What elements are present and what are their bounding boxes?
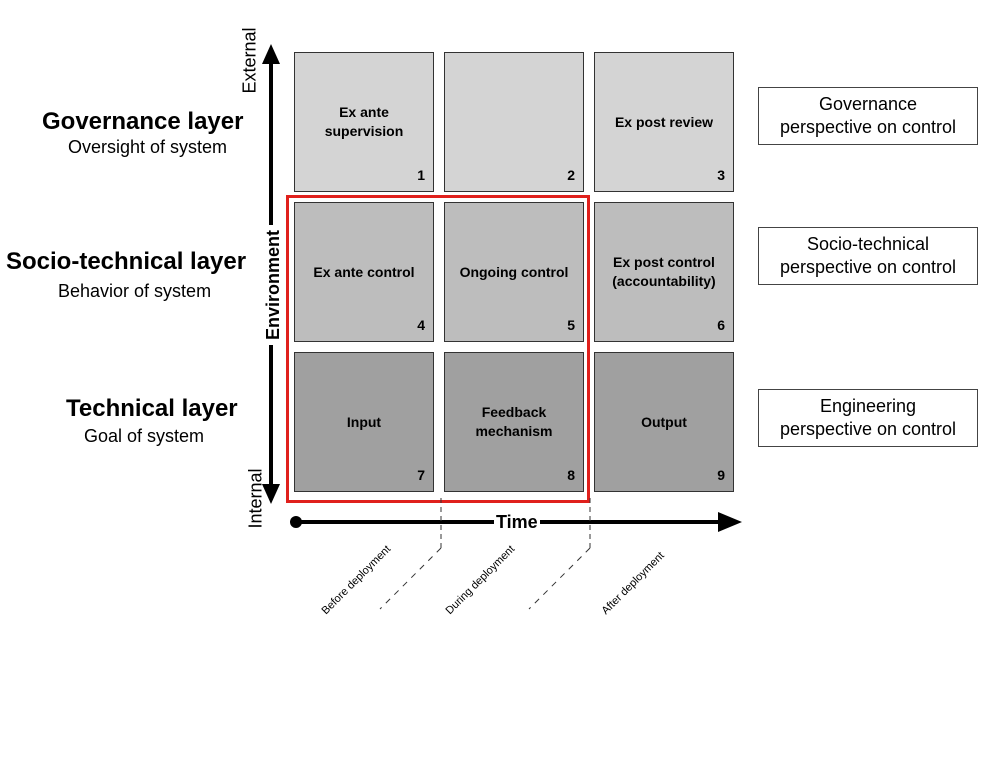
cell-ongoing-control: Ongoing control 5 bbox=[444, 202, 584, 342]
phase-during-deployment: During deployment bbox=[443, 543, 518, 617]
vertical-axis-top-label: External bbox=[239, 27, 260, 94]
engineering-perspective-box: Engineering perspective on control bbox=[758, 389, 978, 447]
time-axis-label: Time bbox=[494, 511, 540, 533]
cell-number: 1 bbox=[417, 167, 425, 183]
highlight-frame bbox=[286, 195, 590, 503]
cell-label: Ex ante supervision bbox=[324, 104, 404, 139]
technical-layer-subtitle: Goal of system bbox=[84, 426, 205, 446]
cell-empty-governance: 2 bbox=[444, 52, 584, 192]
perspective-line1: Socio-technical bbox=[806, 234, 930, 254]
cell-number: 2 bbox=[567, 167, 575, 183]
cell-label: Ex post control (accountability) bbox=[612, 254, 716, 289]
cell-ex-post-control: Ex post control (accountability) 6 bbox=[594, 202, 734, 342]
perspective-line1: Engineering bbox=[819, 396, 917, 416]
cell-output: Output 9 bbox=[594, 352, 734, 492]
vertical-axis-label: Environment bbox=[261, 225, 285, 345]
technical-layer-title: Technical layer bbox=[66, 395, 238, 422]
perspective-line2: perspective on control bbox=[779, 117, 957, 137]
cell-label: Input bbox=[346, 413, 382, 430]
cell-number: 8 bbox=[567, 467, 575, 483]
cell-label: Ex ante control bbox=[313, 263, 415, 280]
cell-label: Ongoing control bbox=[459, 263, 569, 280]
vertical-axis-bottom-label: Internal bbox=[245, 468, 266, 529]
socio-technical-layer-title: Socio-technical layer bbox=[6, 248, 247, 275]
cell-feedback-mechanism: Feedback mechanism 8 bbox=[444, 352, 584, 492]
cell-number: 7 bbox=[417, 467, 425, 483]
cell-label: Feedback mechanism bbox=[475, 404, 553, 439]
perspective-line1: Governance bbox=[818, 94, 918, 114]
cell-label: Ex post review bbox=[614, 113, 714, 130]
governance-perspective-box: Governance perspective on control bbox=[758, 87, 978, 145]
perspective-line2: perspective on control bbox=[779, 257, 957, 277]
cell-ex-ante-control: Ex ante control 4 bbox=[294, 202, 434, 342]
governance-layer-title: Governance layer bbox=[42, 108, 244, 135]
governance-layer-subtitle: Oversight of system bbox=[68, 137, 228, 157]
cell-ex-ante-supervision: Ex ante supervision 1 bbox=[294, 52, 434, 192]
cell-number: 5 bbox=[567, 317, 575, 333]
cell-number: 6 bbox=[717, 317, 725, 333]
phase-after-deployment: After deployment bbox=[599, 549, 667, 617]
phase-before-deployment: Before deployment bbox=[319, 543, 394, 617]
perspective-line2: perspective on control bbox=[779, 419, 957, 439]
cell-number: 3 bbox=[717, 167, 725, 183]
socio-technical-layer-subtitle: Behavior of system bbox=[58, 281, 212, 301]
cell-number: 4 bbox=[417, 317, 425, 333]
socio-technical-perspective-box: Socio-technical perspective on control bbox=[758, 227, 978, 285]
cell-ex-post-review: Ex post review 3 bbox=[594, 52, 734, 192]
cell-number: 9 bbox=[717, 467, 725, 483]
cell-input: Input 7 bbox=[294, 352, 434, 492]
cell-label: Output bbox=[641, 413, 687, 430]
